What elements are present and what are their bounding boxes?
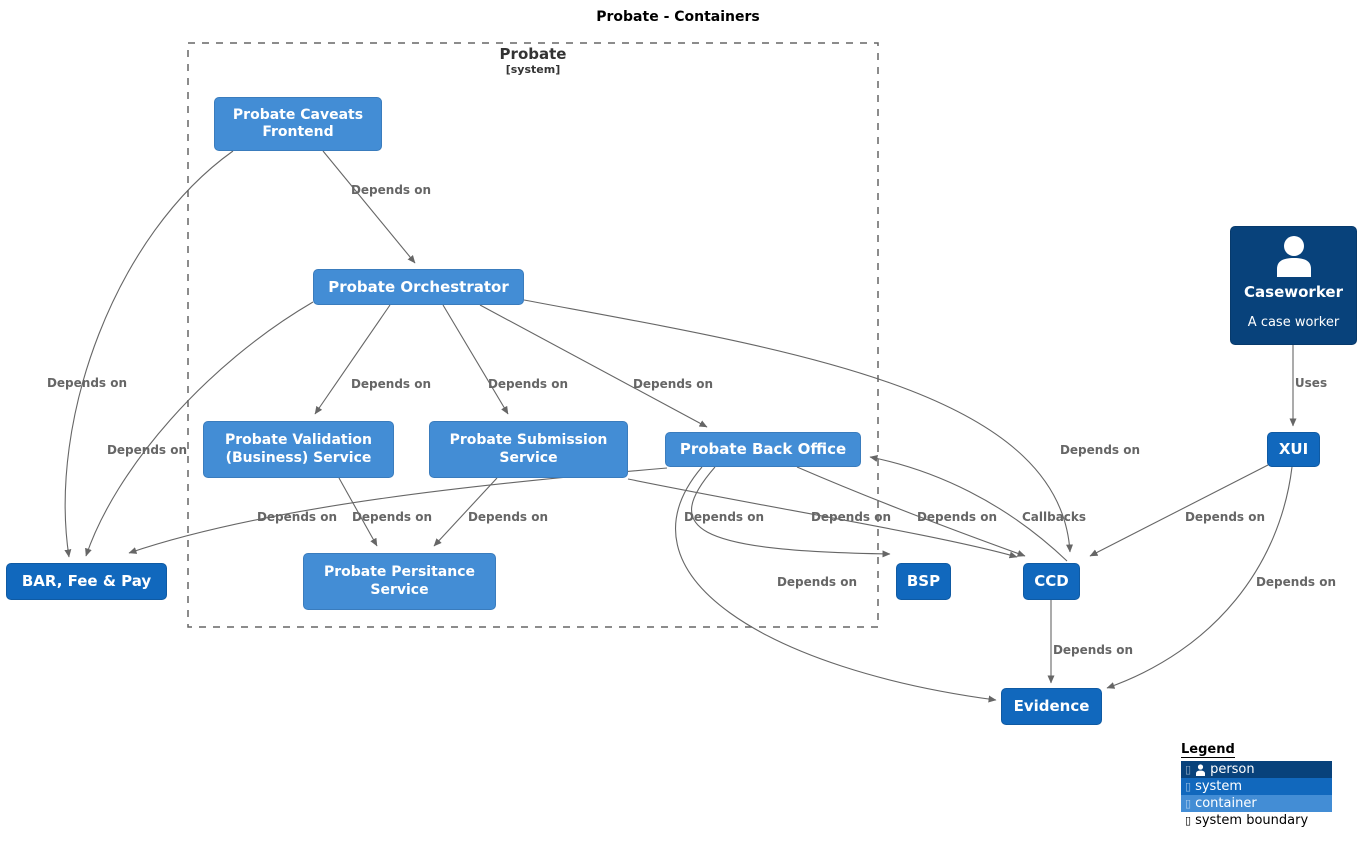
legend-row-person: ▯ person: [1181, 761, 1332, 778]
edge-label-backoffice-ccd: Depends on: [810, 510, 892, 524]
legend-row-system-boundary: ▯ system boundary: [1181, 812, 1332, 829]
edge-label-caveats-orchestrator: Depends on: [350, 183, 432, 197]
edge-label-orch-ccd: Depends on: [1059, 443, 1141, 457]
edge-ccd-to-backoffice-callbacks: [869, 455, 1068, 562]
tofu-glyph: ▯: [1185, 797, 1192, 810]
edge-backoffice-to-evidence: [675, 466, 997, 703]
tofu-glyph: ▯: [1185, 763, 1192, 776]
node-probate-back-office: Probate Back Office: [665, 432, 861, 467]
edge-label-orch-validation: Depends on: [350, 377, 432, 391]
edge-label-validation-persistence: Depends on: [351, 510, 433, 524]
edge-orchestrator-to-validation: [314, 304, 391, 415]
edge-orchestrator-to-backoffice: [479, 304, 708, 428]
edge-caveats-to-orchestrator: [322, 150, 416, 264]
legend-row-container: ▯ container: [1181, 795, 1332, 812]
edge-label-backoffice-bar: Depends on: [256, 510, 338, 524]
tofu-glyph: ▯: [1185, 780, 1192, 793]
legend-system-label: system: [1195, 779, 1243, 794]
edge-label-xui-ccd: Depends on: [1184, 510, 1266, 524]
edge-orchestrator-to-bar: [85, 301, 314, 557]
edge-label-ccd-backoffice-callbacks: Callbacks: [1021, 510, 1087, 524]
system-boundary: [187, 42, 879, 628]
diagram-title: Probate - Containers: [596, 9, 760, 25]
node-xui: XUI: [1267, 432, 1320, 467]
edge-label-caseworker-xui: Uses: [1294, 376, 1328, 390]
legend-row-system: ▯ system: [1181, 778, 1332, 795]
edge-submission-to-persistence: [433, 477, 498, 547]
edge-label-caveats-bar: Depends on: [46, 376, 128, 390]
node-probate-submission-service: Probate Submission Service: [429, 421, 628, 478]
node-evidence: Evidence: [1001, 688, 1102, 725]
legend-boundary-label: system boundary: [1195, 813, 1309, 828]
node-probate-validation-service: Probate Validation (Business) Service: [203, 421, 394, 478]
edge-label-orch-backoffice: Depends on: [632, 377, 714, 391]
edge-label-backoffice-evidence: Depends on: [776, 575, 858, 589]
edge-backoffice-to-bsp: [690, 466, 891, 558]
caseworker-name: Caseworker: [1244, 283, 1343, 301]
legend-container-label: container: [1195, 796, 1257, 811]
edge-label-submission-persistence: Depends on: [467, 510, 549, 524]
person-icon: [1231, 235, 1356, 281]
legend-title: Legend: [1181, 742, 1235, 758]
edge-xui-to-ccd: [1089, 464, 1269, 557]
edge-label-xui-evidence: Depends on: [1255, 575, 1337, 589]
edge-orchestrator-to-submission: [442, 304, 509, 415]
node-ccd: CCD: [1023, 563, 1080, 600]
tofu-glyph: ▯: [1185, 814, 1192, 827]
node-bsp: BSP: [896, 563, 951, 600]
boundary-label: Probate [system]: [433, 45, 633, 76]
node-probate-persitance-service: Probate Persitance Service: [303, 553, 496, 610]
legend-person-label: person: [1210, 762, 1255, 777]
edge-validation-to-persistence: [338, 477, 378, 547]
edge-caveats-to-bar: [64, 150, 234, 558]
edge-label-orch-submission: Depends on: [487, 377, 569, 391]
edge-xui-to-evidence: [1106, 466, 1293, 689]
legend: Legend ▯ person ▯ system ▯ container ▯ s…: [1181, 742, 1341, 829]
node-caseworker: Caseworker A case worker: [1230, 226, 1357, 345]
edge-label-backoffice-bsp: Depends on: [683, 510, 765, 524]
caseworker-description: A case worker: [1247, 315, 1340, 330]
legend-person-icon: [1196, 763, 1206, 776]
edge-label-ccd-evidence: Depends on: [1052, 643, 1134, 657]
boundary-sublabel: [system]: [505, 63, 561, 76]
edge-orchestrator-to-ccd: [523, 299, 1074, 553]
edge-label-submission-ccd: Depends on: [916, 510, 998, 524]
edge-backoffice-to-ccd: [796, 466, 1026, 557]
node-probate-caveats-frontend: Probate Caveats Frontend: [214, 97, 382, 151]
node-bar-fee-pay: BAR, Fee & Pay: [6, 563, 167, 600]
node-probate-orchestrator: Probate Orchestrator: [313, 269, 524, 305]
boundary-name: Probate: [499, 45, 567, 63]
edge-label-orch-bar: Depends on: [106, 443, 188, 457]
